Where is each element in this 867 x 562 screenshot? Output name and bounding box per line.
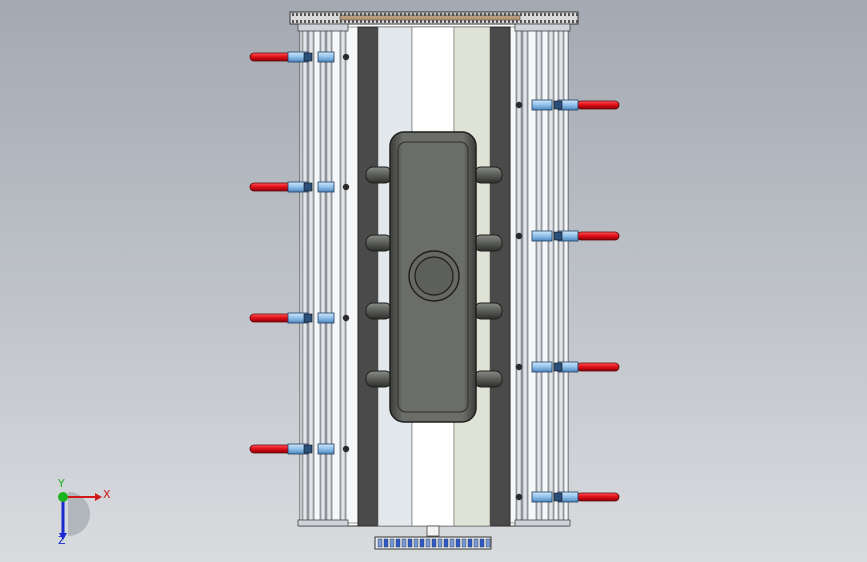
cylinder-rod-left bbox=[249, 313, 293, 323]
bottom-base bbox=[374, 525, 492, 550]
left-dark-plate bbox=[357, 26, 379, 527]
clamp-nut-left bbox=[303, 182, 313, 192]
mounting-hole-left bbox=[342, 53, 350, 61]
clamp-right-inner bbox=[531, 99, 553, 111]
triad-axes-icon bbox=[58, 492, 102, 540]
guide-rod bbox=[521, 29, 529, 523]
mounting-hole-left bbox=[342, 183, 350, 191]
cylinder-rod-right bbox=[576, 362, 620, 372]
mounting-hole-right bbox=[515, 101, 523, 109]
clamp-nut-right bbox=[553, 231, 563, 241]
side-port-right bbox=[473, 234, 503, 252]
clamp-left-inner bbox=[317, 443, 335, 455]
right-dark-plate bbox=[489, 26, 511, 527]
side-port-right bbox=[473, 302, 503, 320]
side-port-right bbox=[473, 370, 503, 388]
x-axis-label: X bbox=[103, 488, 111, 501]
cylinder-rod-right bbox=[576, 100, 620, 110]
side-port-right bbox=[473, 166, 503, 184]
cylinder-rod-left bbox=[249, 52, 293, 62]
clamp-right-inner bbox=[531, 491, 553, 503]
rod-cap-bottom-right bbox=[514, 519, 571, 527]
cylinder-rod-right bbox=[576, 492, 620, 502]
mounting-hole-left bbox=[342, 445, 350, 453]
guide-rods bbox=[297, 23, 571, 527]
z-axis-label: Z bbox=[58, 534, 66, 547]
clamp-left-inner bbox=[317, 312, 335, 324]
clamp-nut-left bbox=[303, 52, 313, 62]
cylinder-rod-left bbox=[249, 182, 293, 192]
side-port-left bbox=[365, 234, 393, 252]
rod-cap-bottom-left bbox=[297, 519, 349, 527]
clamp-nut-left bbox=[303, 444, 313, 454]
rod-cap-top-left bbox=[297, 23, 349, 32]
mounting-hole-left bbox=[342, 314, 350, 322]
mounting-hole-right bbox=[515, 232, 523, 240]
clamp-nut-right bbox=[553, 100, 563, 110]
core-side-ports bbox=[365, 166, 503, 388]
cylinder-rod-left bbox=[249, 444, 293, 454]
coordinate-triad: X Y Z bbox=[40, 477, 130, 548]
clamp-nut-right bbox=[553, 492, 563, 502]
clamp-nut-right bbox=[553, 362, 563, 372]
core-block[interactable] bbox=[389, 131, 477, 423]
clamp-nut-left bbox=[303, 313, 313, 323]
clamp-right-inner bbox=[531, 361, 553, 373]
mounting-holes bbox=[342, 53, 523, 501]
side-port-left bbox=[365, 166, 393, 184]
mounting-hole-right bbox=[515, 493, 523, 501]
rod-cap-top-right bbox=[514, 23, 571, 32]
clamp-left-inner bbox=[317, 51, 335, 63]
cylinder-rod-right bbox=[576, 231, 620, 241]
top-rack bbox=[289, 11, 579, 25]
side-port-left bbox=[365, 302, 393, 320]
clamp-left-inner bbox=[317, 181, 335, 193]
side-port-left bbox=[365, 370, 393, 388]
clamp-right-inner bbox=[531, 230, 553, 242]
core-bore-inner bbox=[414, 256, 454, 296]
y-axis-label: Y bbox=[58, 477, 65, 490]
hydraulic-cylinders bbox=[249, 51, 620, 503]
mounting-hole-right bbox=[515, 363, 523, 371]
